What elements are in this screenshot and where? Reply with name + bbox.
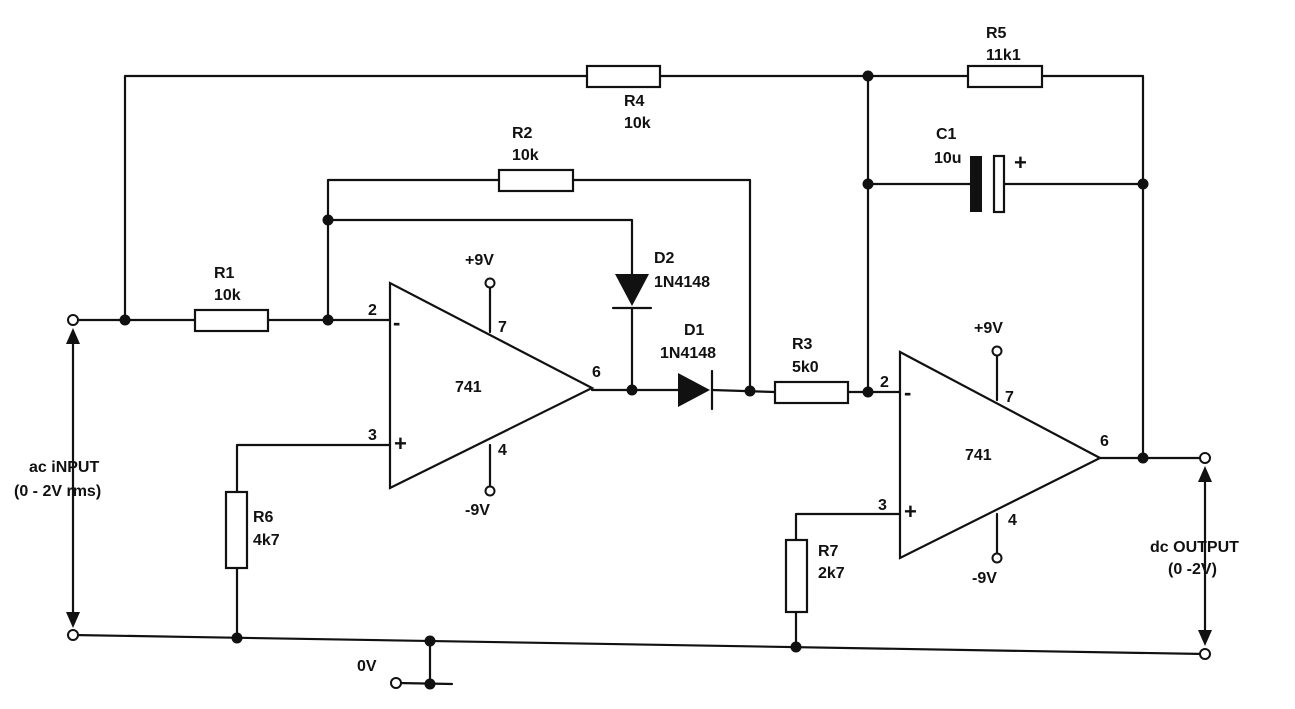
r7-name: R7 — [818, 543, 839, 560]
input-label: ac iNPUT — [29, 459, 99, 476]
r7-value: 2k7 — [818, 565, 845, 582]
opamp2-inv-sign: - — [904, 380, 911, 405]
opamp1-pin-vpos: 7 — [498, 319, 507, 336]
r6-name: R6 — [253, 509, 274, 526]
opamp2-pin-vpos: 7 — [1005, 389, 1014, 406]
opamp1-pin-inv: 2 — [368, 302, 377, 319]
r3-name: R3 — [792, 336, 813, 353]
diode-d2 — [611, 274, 653, 310]
d1-part: 1N4148 — [660, 345, 716, 362]
opamp1-part: 741 — [455, 379, 482, 396]
resistor-r5 — [966, 64, 1044, 89]
resistor-r4 — [585, 64, 662, 89]
input-span-arrow — [66, 328, 80, 628]
r2-value: 10k — [512, 147, 539, 164]
output-span-arrow — [1198, 466, 1212, 646]
output-ground-terminal — [1199, 648, 1211, 660]
r1-name: R1 — [214, 265, 235, 282]
capacitor-c1: + — [970, 150, 1027, 214]
input-terminal — [67, 314, 79, 326]
opamp1-inv-sign: - — [393, 310, 400, 335]
junctions — [119, 70, 1149, 690]
input-range: (0 - 2V rms) — [14, 483, 101, 500]
r5-value: 11k1 — [986, 47, 1021, 64]
opamp2-pin-inv: 2 — [880, 374, 889, 391]
opamp2-pin-vneg: 4 — [1008, 512, 1017, 529]
opamp2-vpos: +9V — [974, 320, 1003, 337]
ground-label: 0V — [357, 658, 377, 675]
opamp2-noninv-sign: + — [904, 499, 917, 524]
opamp1-pin-out: 6 — [592, 364, 601, 381]
r3-value: 5k0 — [792, 359, 819, 376]
output-terminal — [1199, 452, 1211, 464]
input-ground-terminal — [67, 629, 79, 641]
opamp1-vneg: -9V — [465, 502, 490, 519]
r4-value: 10k — [624, 115, 651, 132]
c1-name: C1 — [936, 126, 957, 143]
opamp2-pin-out: 6 — [1100, 433, 1109, 450]
resistor-r7 — [784, 538, 809, 614]
opamp1-vneg-terminal — [484, 485, 496, 497]
d1-name: D1 — [684, 322, 705, 339]
wires — [71, 74, 1207, 686]
opamp2-vneg-terminal — [991, 552, 1003, 564]
resistor-r2 — [497, 168, 575, 193]
capacitor-polarity: + — [1014, 150, 1027, 175]
opamp1-vpos-terminal — [484, 277, 496, 289]
resistor-r3 — [773, 380, 850, 405]
output-label: dc OUTPUT — [1150, 539, 1239, 556]
d2-name: D2 — [654, 250, 675, 267]
opamp-1 — [388, 281, 595, 490]
opamp2-part: 741 — [965, 447, 992, 464]
diode-d1 — [678, 369, 714, 411]
opamp2-vneg: -9V — [972, 570, 997, 587]
c1-value: 10u — [934, 150, 962, 167]
ground-terminal — [390, 677, 402, 689]
opamp1-vpos: +9V — [465, 252, 494, 269]
opamp2-pin-noninv: 3 — [878, 497, 887, 514]
opamp1-noninv-sign: + — [394, 431, 407, 456]
resistor-r6 — [224, 490, 249, 570]
r1-value: 10k — [214, 287, 241, 304]
opamp1-pin-vneg: 4 — [498, 442, 507, 459]
r5-name: R5 — [986, 25, 1007, 42]
opamp1-pin-noninv: 3 — [368, 427, 377, 444]
r4-name: R4 — [624, 93, 645, 110]
r2-name: R2 — [512, 125, 533, 142]
d2-part: 1N4148 — [654, 274, 710, 291]
opamp-2 — [898, 350, 1103, 560]
r6-value: 4k7 — [253, 532, 280, 549]
output-range: (0 -2V) — [1168, 561, 1217, 578]
opamp2-vpos-terminal — [991, 345, 1003, 357]
resistor-r1 — [193, 308, 270, 333]
